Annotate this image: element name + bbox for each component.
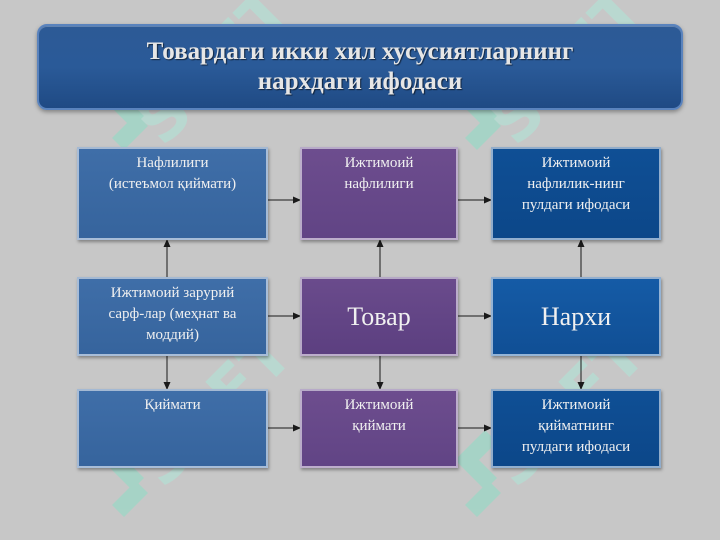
box-social-utility-money: Ижтимоий нафлилик-нинг пулдаги ифодаси [491, 147, 661, 240]
box-value: Қиймати [77, 389, 268, 468]
box-social-value-money: Ижтимоий қийматнинг пулдаги ифодаси [491, 389, 661, 468]
box-social-utility-money-line-3: пулдаги ифодаси [521, 197, 631, 213]
box-value-label: Қиймати [144, 397, 201, 413]
box-social-value-line-2: қиймати [352, 418, 406, 434]
title-line-1: Товардаги икки хил хусусиятларнинг [146, 38, 574, 65]
box-social-utility-line-2: нафлилиги [344, 176, 414, 192]
box-social-value: Ижтимоий қиймати [300, 389, 458, 468]
page-title: Товардаги икки хил хусусиятларнинг нархд… [147, 37, 574, 97]
box-utility-line-1: Нафлилиги [136, 155, 209, 171]
box-goods-label: Товар [347, 302, 411, 331]
title-banner: Товардаги икки хил хусусиятларнинг нархд… [37, 24, 683, 110]
box-social-costs-line-3: моддий) [146, 327, 199, 343]
box-social-costs-line-1: Ижтимоий зарурий [110, 285, 235, 301]
box-social-value-line-1: Ижтимоий [344, 397, 414, 413]
box-social-utility-money-line-1: Ижтимоий [541, 155, 611, 171]
box-social-value-money-line-1: Ижтимоий [541, 397, 611, 413]
box-social-value-money-line-3: пулдаги ифодаси [521, 439, 631, 455]
box-social-costs: Ижтимоий зарурий сарф-лар (меҳнат ва мод… [77, 277, 268, 356]
box-utility: Нафлилиги (истеъмол қиймати) [77, 147, 268, 240]
box-social-utility: Ижтимоий нафлилиги [300, 147, 458, 240]
box-social-utility-money-line-2: нафлилик-нинг [527, 176, 625, 192]
title-line-2: нархдаги ифодаси [257, 68, 463, 95]
box-social-utility-line-1: Ижтимоий [344, 155, 414, 171]
box-social-costs-line-2: сарф-лар (меҳнат ва [108, 306, 237, 322]
box-price: Нархи [491, 277, 661, 356]
box-social-value-money-line-2: қийматнинг [538, 418, 614, 434]
box-utility-line-2: (истеъмол қиймати) [108, 176, 237, 192]
box-price-label: Нархи [540, 302, 612, 331]
box-goods: Товар [300, 277, 458, 356]
